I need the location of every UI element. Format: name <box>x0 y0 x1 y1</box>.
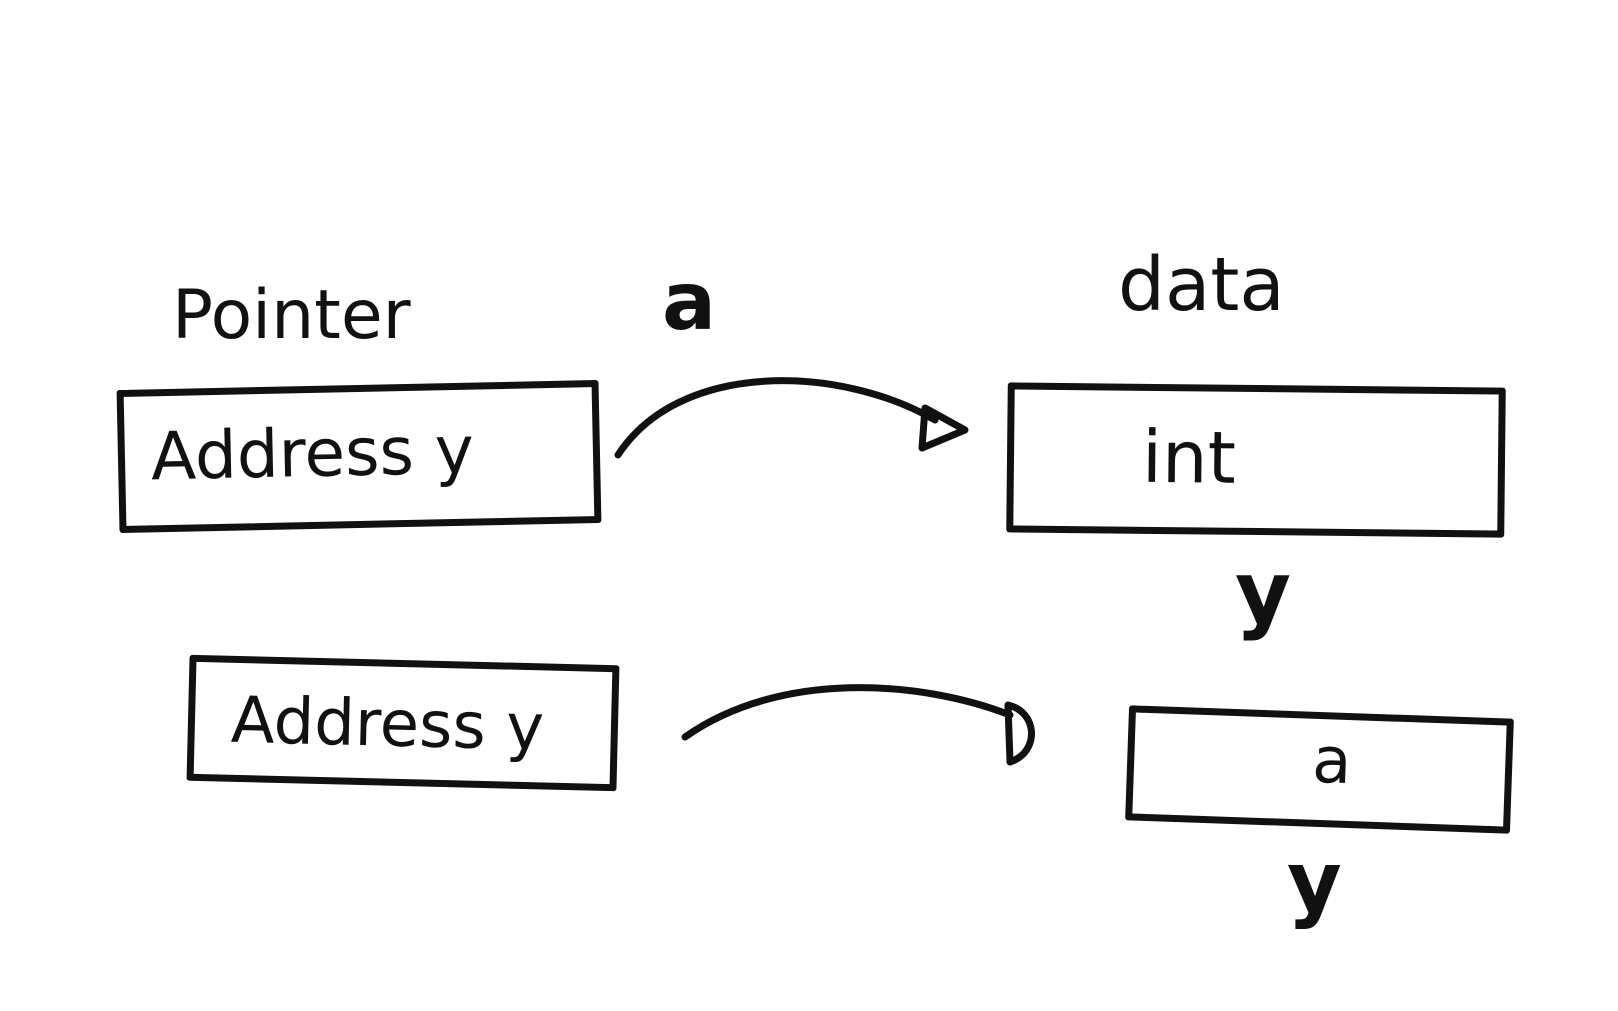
arrow-1-head <box>918 404 969 452</box>
arrow-2-line <box>681 684 1014 741</box>
data-box-2-text: a <box>1311 723 1353 800</box>
data-heading: data <box>1118 242 1285 328</box>
pointer-box-2-text: Address y <box>230 683 545 766</box>
data-box-1-text: int <box>1141 414 1237 500</box>
pointer-box-1: Address y <box>116 379 602 534</box>
arrow-label-a: a <box>662 255 716 348</box>
arrow-1-line <box>614 377 939 459</box>
data-box-2: a <box>1125 705 1514 834</box>
data-box-1: int <box>1006 382 1506 538</box>
arrow-2-head <box>1004 701 1035 766</box>
pointer-box-2: Address y <box>186 654 620 792</box>
data-box-1-below-label: y <box>1235 543 1292 643</box>
data-box-2-below-label: y <box>1287 833 1342 931</box>
pointer-box-1-text: Address y <box>150 411 475 496</box>
pointer-heading: Pointer <box>172 276 411 355</box>
